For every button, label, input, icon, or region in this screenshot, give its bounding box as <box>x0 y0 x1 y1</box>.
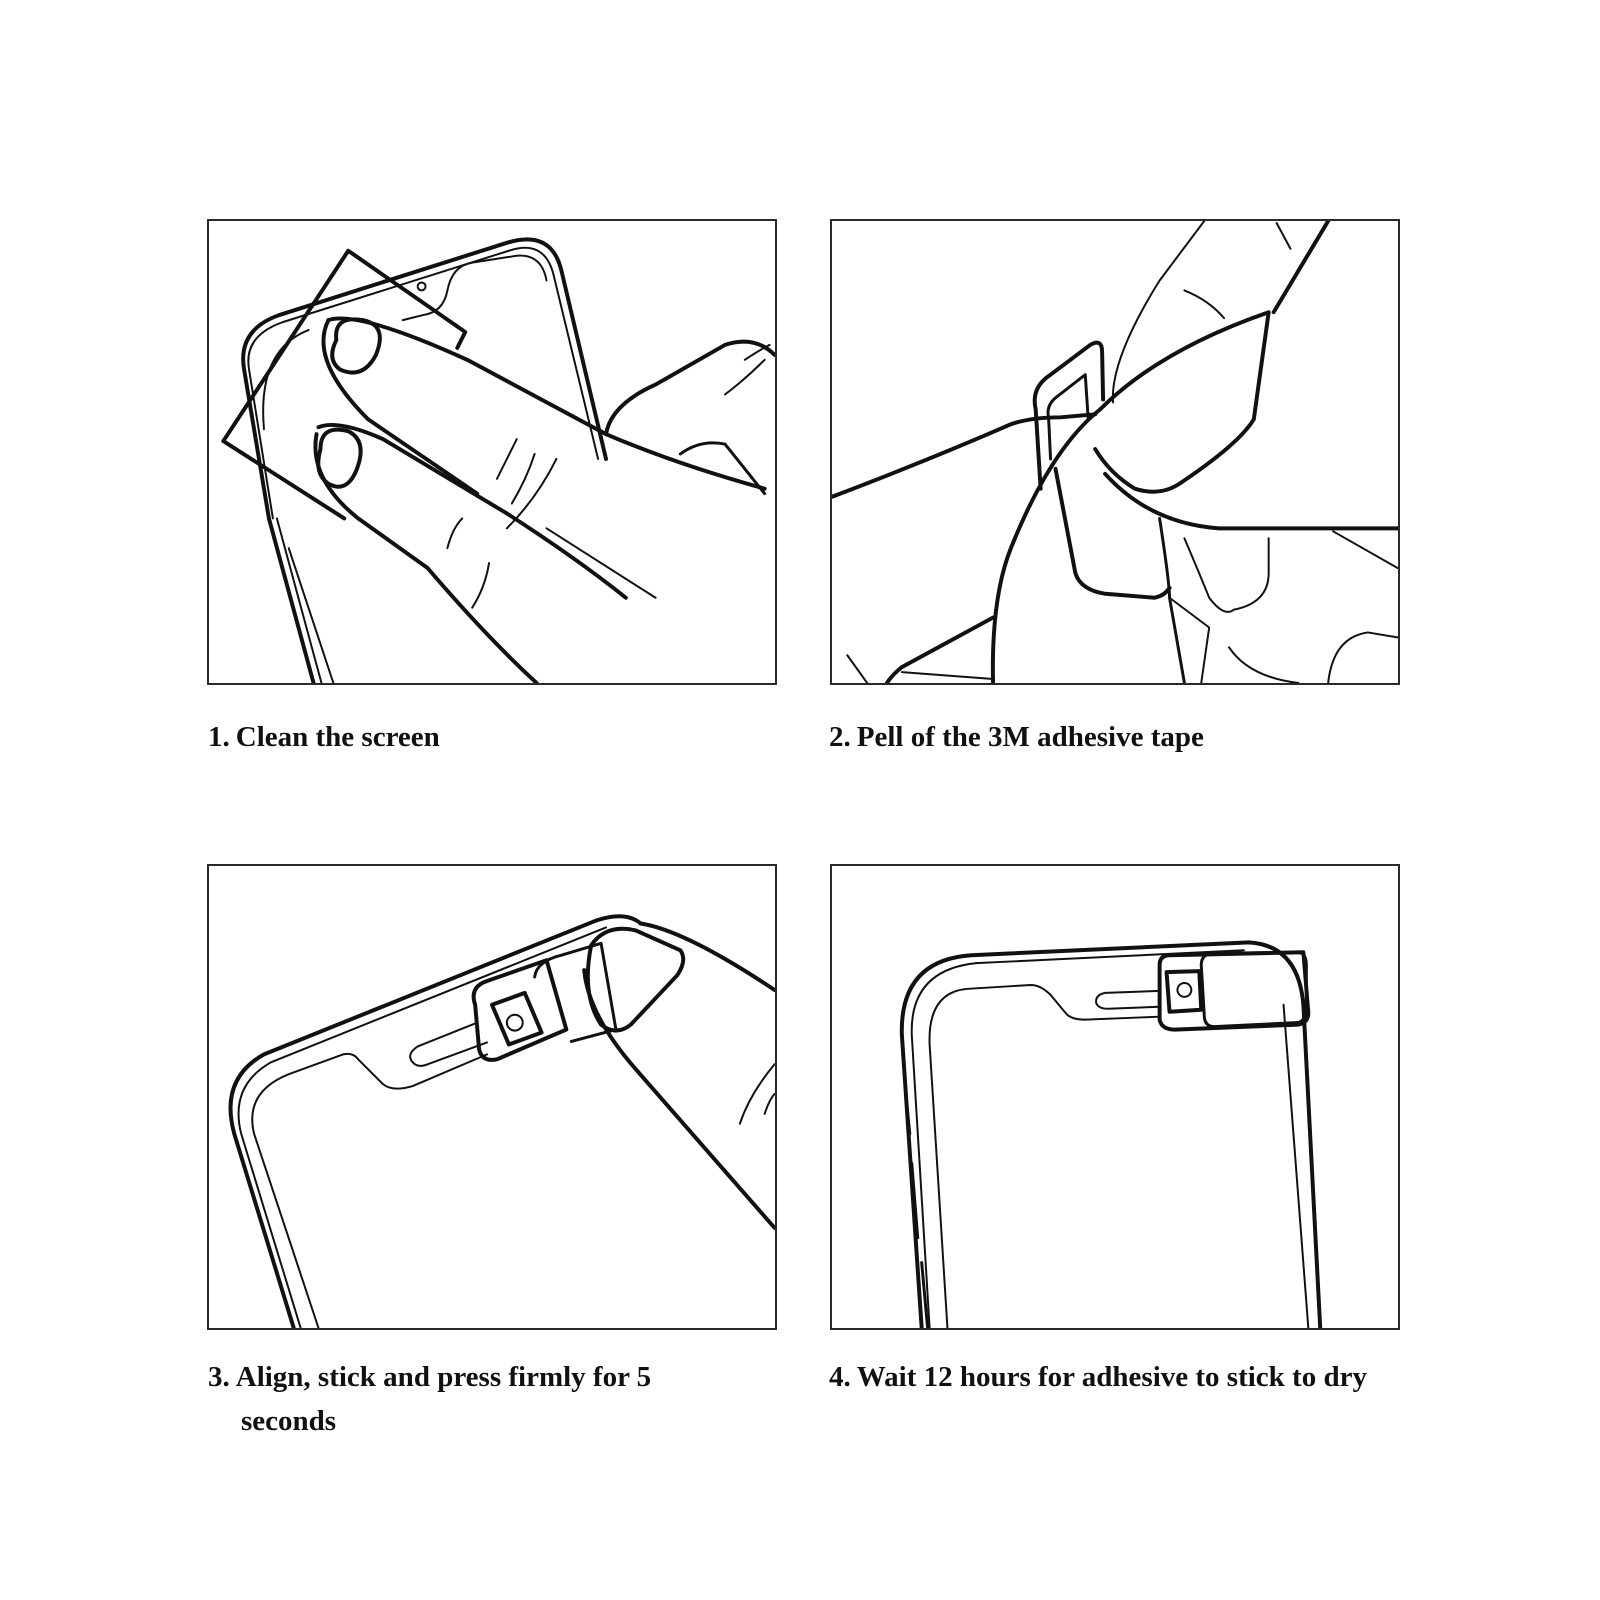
phone-with-webcam-cover-icon <box>899 940 1323 1328</box>
step-3-illustration <box>207 864 777 1330</box>
step-4-text: Wait 12 hours for adhesive to stick to d… <box>856 1361 1367 1393</box>
step-2-caption: 2.Pell of the 3M adhesive tape <box>829 715 1204 759</box>
step-2-number: 2. <box>829 721 851 753</box>
step-1-text: Clean the screen <box>235 721 440 753</box>
step-2-text: Pell of the 3M adhesive tape <box>856 721 1204 753</box>
step-2-illustration <box>830 219 1400 685</box>
step-1-caption: 1.Clean the screen <box>208 715 440 759</box>
step-3-text-continued: seconds <box>241 1405 337 1437</box>
step-3-number: 3. <box>208 1361 230 1393</box>
pressing-webcam-cover-icon <box>228 914 775 1328</box>
step-1-number: 1. <box>208 721 230 753</box>
step-3-caption: 3.Align, stick and press firmly for 5 se… <box>208 1355 651 1443</box>
peeling-adhesive-icon <box>832 221 1398 683</box>
step-1-illustration <box>207 219 777 685</box>
step-3-text: Align, stick and press firmly for 5 <box>235 1361 652 1393</box>
step-4-number: 4. <box>829 1361 851 1393</box>
step-4-illustration <box>830 864 1400 1330</box>
hand-wiping-phone-icon <box>221 237 775 683</box>
step-4-caption: 4.Wait 12 hours for adhesive to stick to… <box>829 1355 1367 1399</box>
